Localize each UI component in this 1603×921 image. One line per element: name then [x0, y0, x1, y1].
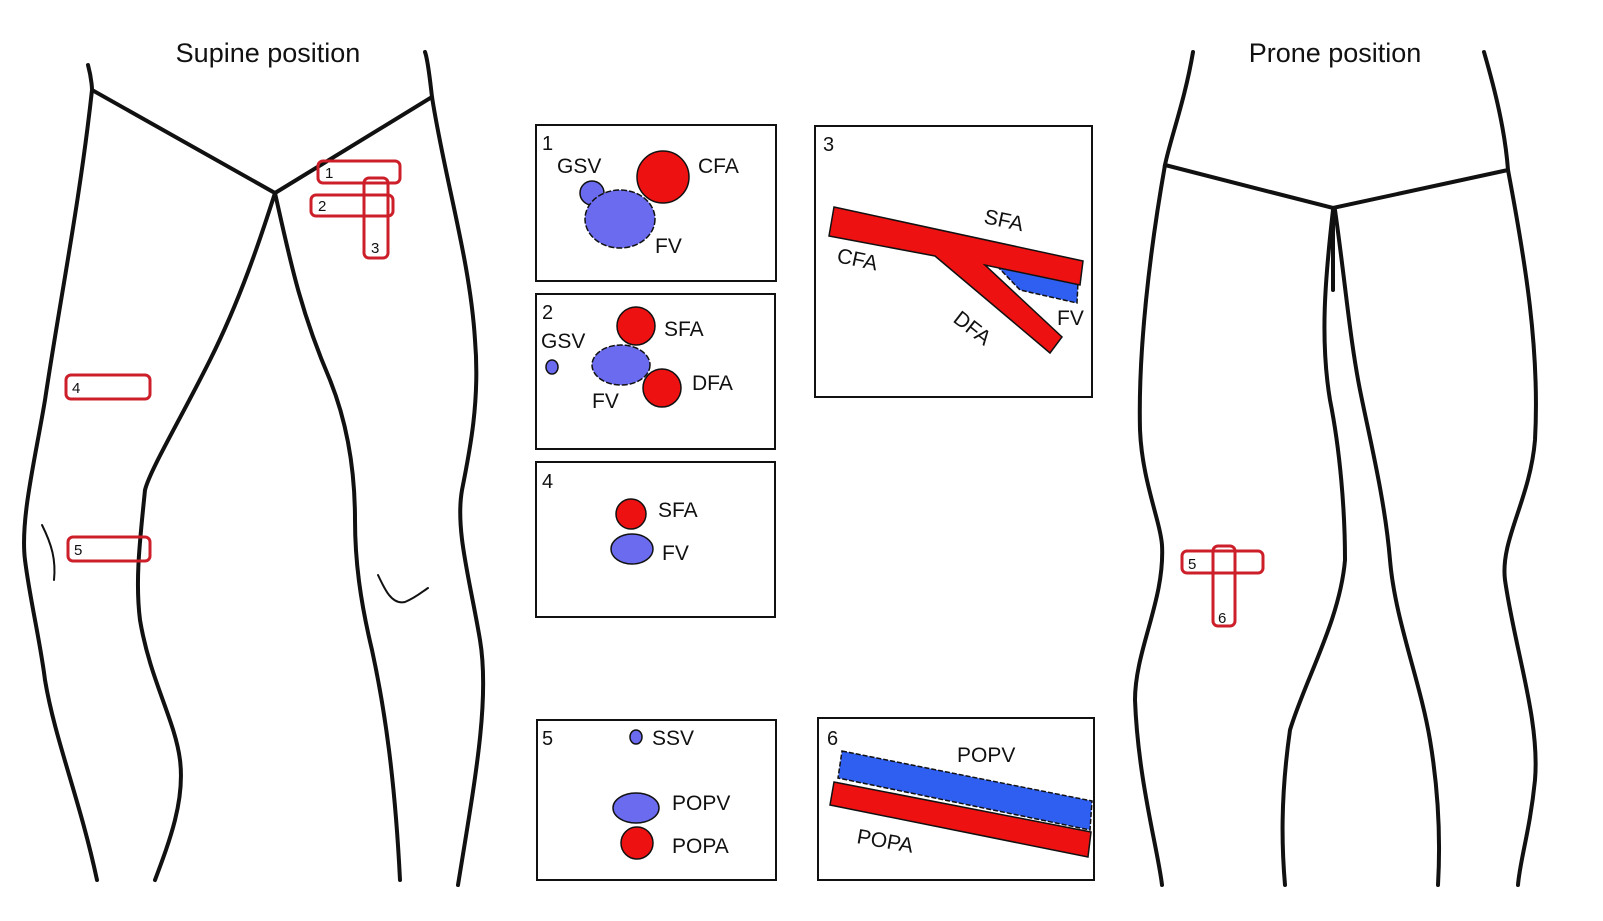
supine-title: Supine position [176, 38, 361, 68]
marker-label-prone-6: 6 [1218, 610, 1226, 627]
panel-2-number: 2 [542, 302, 553, 324]
supine-scan-markers [64, 159, 402, 563]
prone-scan-markers [1180, 544, 1265, 628]
prone-legs-outline [1132, 50, 1538, 887]
fv-label: FV [1057, 307, 1084, 330]
marker-box-prone-5[interactable] [1180, 549, 1265, 575]
fv-label: FV [655, 235, 682, 258]
panel-5-number: 5 [542, 728, 553, 750]
prone-title: Prone position [1249, 38, 1422, 68]
fv-label: FV [662, 542, 689, 565]
sfa-vessel [616, 306, 656, 346]
marker-box-1[interactable] [316, 159, 402, 185]
fv-vessel [591, 344, 651, 386]
sfa-label: SFA [658, 499, 698, 522]
gsv-label: GSV [557, 155, 601, 178]
sfa-label: SFA [664, 318, 704, 341]
fv-vessel [610, 533, 654, 565]
cfa-label: CFA [698, 155, 739, 178]
panel-3-number: 3 [823, 134, 834, 156]
marker-label-3: 3 [371, 240, 379, 257]
panel-1: 1 GSV CFA FV [535, 124, 777, 282]
panel-5: 5 SSV POPV POPA [536, 719, 777, 881]
marker-box-prone-6[interactable] [1211, 544, 1237, 628]
popa-label: POPA [672, 835, 729, 858]
dfa-vessel [642, 368, 682, 408]
fv-label: FV [592, 390, 619, 413]
ssv-vessel [629, 729, 643, 745]
popv-label: POPV [672, 792, 730, 815]
panel-1-number: 1 [542, 133, 553, 155]
cfa-sfa-dfa-vessels [828, 206, 1084, 355]
popa-vessel [620, 826, 654, 860]
supine-legs-outline [22, 50, 486, 887]
fv-vessel [584, 189, 656, 249]
marker-box-2[interactable] [309, 193, 395, 218]
marker-box-5[interactable] [66, 535, 152, 563]
marker-box-4[interactable] [64, 373, 152, 401]
marker-label-2: 2 [318, 198, 326, 215]
panel-2: 2 SFA GSV DFA FV [535, 293, 776, 450]
gsv-vessel [545, 359, 559, 375]
marker-box-3[interactable] [362, 176, 390, 260]
marker-label-4: 4 [72, 380, 80, 397]
panel-6-number: 6 [827, 728, 838, 750]
marker-label-prone-5: 5 [1188, 556, 1196, 573]
marker-label-1: 1 [325, 165, 333, 182]
cfa-vessel [636, 150, 690, 204]
panel-6: 6 POPV POPA [817, 717, 1095, 881]
popv-vessel [612, 792, 660, 824]
popv-label: POPV [957, 744, 1015, 767]
panel-3: 3 SFA CFA DFA FV [814, 125, 1093, 398]
panel-4: 4 SFA FV [535, 461, 776, 618]
ssv-label: SSV [652, 727, 694, 750]
gsv-label: GSV [541, 330, 585, 353]
popa-vessel [829, 781, 1092, 858]
marker-label-5: 5 [74, 542, 82, 559]
sfa-vessel [615, 498, 647, 530]
dfa-label: DFA [692, 372, 733, 395]
fv-vessel [995, 265, 1079, 304]
popv-vessel [837, 750, 1093, 831]
panel-4-number: 4 [542, 471, 553, 493]
